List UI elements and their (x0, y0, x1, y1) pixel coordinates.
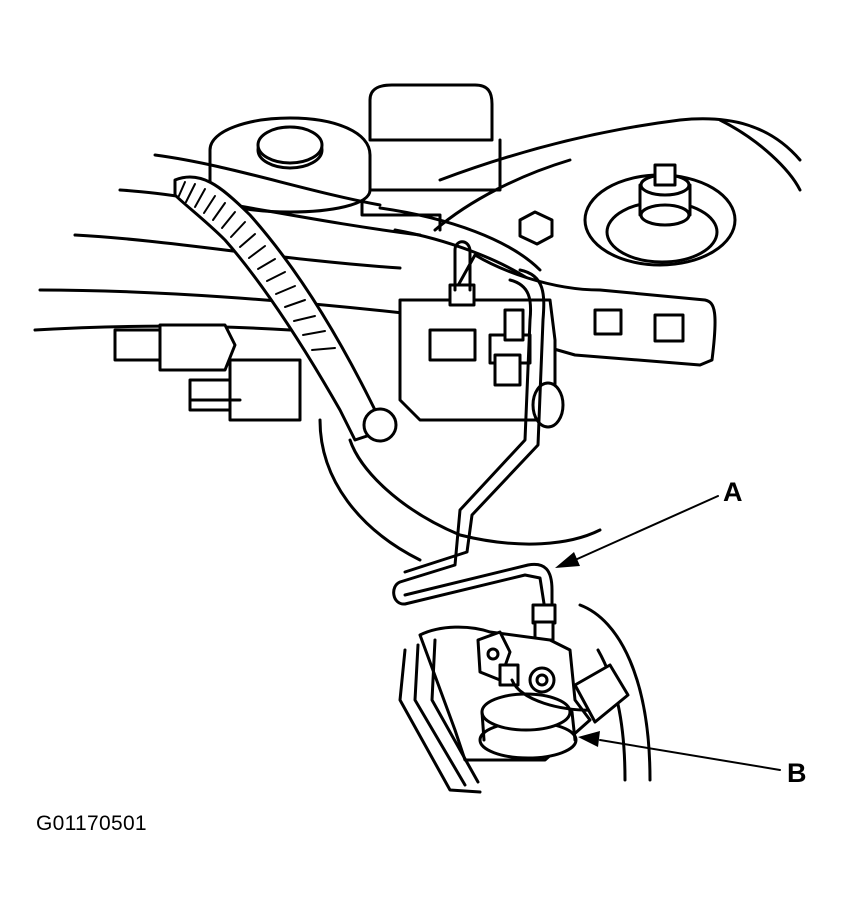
callout-b-label: B (787, 758, 807, 788)
corrugated-hose (173, 175, 398, 443)
callout-a-label: A (723, 477, 743, 507)
sensor-assembly (398, 625, 630, 794)
sweeping-hose (318, 418, 652, 782)
leader-arrow-b (578, 731, 781, 771)
strut-mount (583, 163, 737, 267)
left-fittings (113, 323, 302, 422)
figure-id: G01170501 (36, 812, 147, 835)
valve-body (398, 240, 565, 429)
leader-arrow-a (555, 495, 719, 568)
brake-line (392, 268, 557, 642)
